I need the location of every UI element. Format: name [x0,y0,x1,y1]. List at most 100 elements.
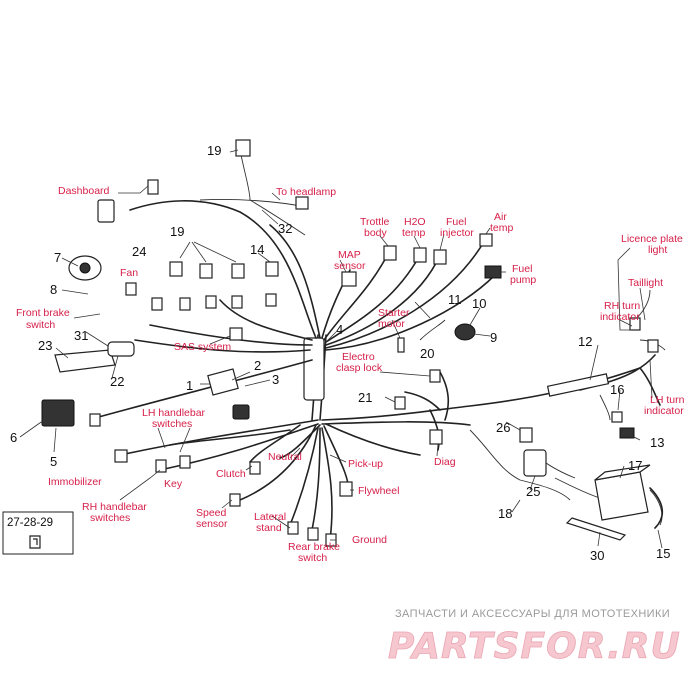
watermark-logo: PARTSFOR.RU [388,626,681,667]
label-lh-turn-1: LH turn [650,394,685,406]
label-flywheel: Flywheel [358,485,399,497]
label-immobilizer: Immobilizer [48,476,102,488]
callout-6: 6 [10,430,17,445]
callout-17: 17 [628,458,642,473]
connector-a [179,297,191,311]
diag-connector [429,429,443,445]
ecu-1 [207,368,239,396]
label-lateral-2: stand [256,522,282,534]
label-licence-2: light [648,244,667,256]
dashboard-plug [147,179,159,195]
starter-terminal [397,337,405,353]
callout-10: 10 [472,296,486,311]
callout-24: 24 [132,244,146,259]
label-map-1: MAP [338,249,361,261]
label-lh-turn-2: indicator [644,405,684,417]
immobilizer-connector [114,449,128,463]
callout-25: 25 [526,484,540,499]
callout-19-mid: 19 [170,224,184,239]
callout-2: 2 [254,358,261,373]
callout-numbers: 19 32 19 24 14 7 8 31 23 22 4 2 3 1 6 5 … [10,143,670,563]
label-clutch: Clutch [216,468,246,480]
label-sas-system: SAS system [174,341,231,353]
label-fan: Fan [120,267,138,279]
watermark: ЗАПЧАСТИ И АКСЕССУАРЫ ДЛЯ МОТОТЕХНИКИ PA… [388,608,681,667]
fuel-pump-connector [484,265,502,279]
headlamp-plug [295,196,309,210]
rear-harness-12 [546,373,610,397]
harness-sleeve-4 [303,337,325,401]
relay-26 [519,427,533,443]
label-key: Key [164,478,183,490]
label-front-brake-2: switch [26,319,55,331]
components [41,139,664,547]
label-licence-1: Licence plate [621,233,683,245]
inset-box: 27-28-29 [2,511,74,555]
connector-black [232,404,250,420]
callout-32: 32 [278,221,292,236]
lateral-stand-connector [287,521,299,535]
licence-connector [629,317,641,331]
plug-19b [231,263,245,279]
label-rh-turn-1: RH turn [604,300,640,312]
label-rh-turn-2: indicator [600,311,640,323]
label-trottle-1: Trottle [360,216,390,228]
plug-19a [199,263,213,279]
label-ground: Ground [352,534,387,546]
fan-connector-2 [151,297,163,311]
taillight-connector [647,339,659,353]
fuse-13 [619,427,635,439]
label-fuel-injector-1: Fuel [446,216,466,228]
label-rh-switches-2: switches [90,512,130,524]
secondary-wires [199,149,666,526]
strap-30 [565,517,627,541]
callout-31: 31 [74,328,88,343]
connector-21 [394,396,406,410]
sas-connector [229,327,243,341]
callout-9: 9 [490,330,497,345]
callout-8: 8 [50,282,57,297]
plug-14 [265,261,279,277]
callout-18: 18 [498,506,512,521]
callout-20: 20 [420,346,434,361]
label-starter-1: Starter [378,307,410,319]
callout-13: 13 [650,435,664,450]
label-trottle-2: body [364,227,388,239]
label-lh-switches-1: LH handlebar [142,407,206,419]
label-fuel-pump-1: Fuel [512,263,532,275]
map-sensor [341,271,357,287]
inset-box-label: 27-28-29 [7,517,53,529]
horn-center [79,262,91,274]
plug-24 [169,261,183,277]
callout-3: 3 [272,372,279,387]
callout-4: 4 [336,322,343,337]
label-fuel-injector-2: injector [440,227,474,239]
bracket-23 [54,349,116,373]
label-fuel-pump-2: pump [510,274,536,286]
battery-top [594,464,651,481]
h2o-connector [413,247,427,263]
connector-c [231,295,243,309]
dashboard-connector [97,199,115,223]
clutch-connector [249,461,261,475]
leader-lines [19,149,663,549]
label-electro-1: Electro [342,351,375,363]
label-dashboard: Dashboard [58,185,110,197]
label-front-brake-1: Front brake [16,307,70,319]
battery-17 [594,471,649,521]
ignition-9 [454,323,476,341]
left-end-connector [89,413,101,427]
main-harness [94,200,661,541]
key-connector [179,455,191,469]
callout-1: 1 [186,378,193,393]
callout-30: 30 [590,548,604,563]
label-taillight: Taillight [628,277,663,289]
label-pick-up: Pick-up [348,458,383,470]
connector-16 [611,411,623,423]
label-diag: Diag [434,456,456,468]
electro-connector [429,369,441,383]
speed-sensor-connector [229,493,241,507]
label-to-headlamp: To headlamp [276,186,336,198]
fan-connector [125,282,137,296]
label-h2o-1: H2O [404,216,426,228]
